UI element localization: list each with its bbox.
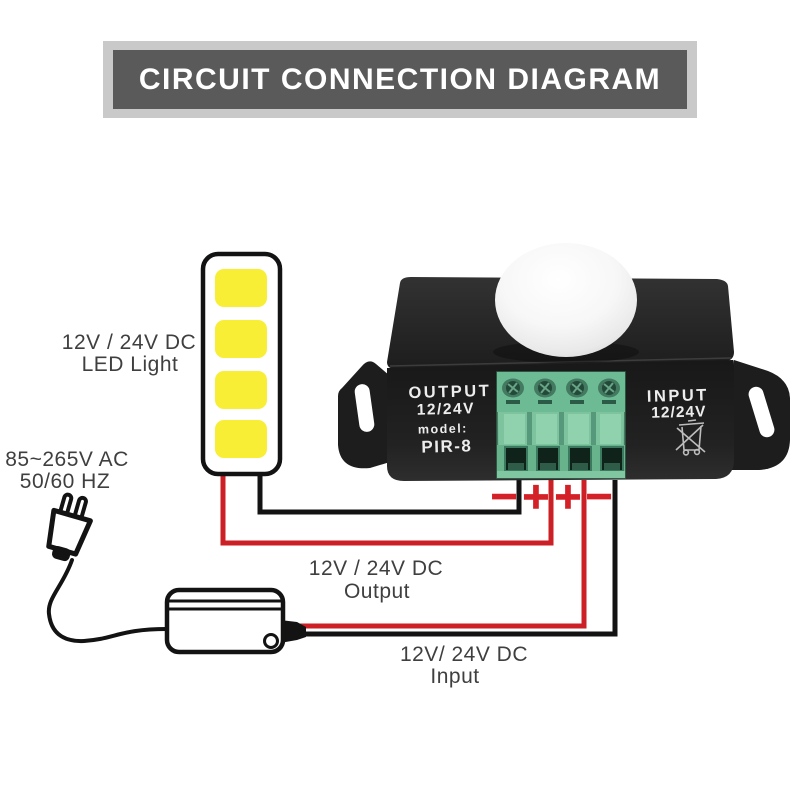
mounting-slot-right <box>748 386 775 438</box>
led-strip-body <box>200 251 283 477</box>
terminal2-polarity: + <box>521 476 551 517</box>
adapter-dc-connector <box>280 620 306 643</box>
screw-terminal <box>598 378 620 398</box>
terminal-cell-face <box>568 414 589 444</box>
led-chip <box>215 320 267 358</box>
input-label-line2: Input <box>430 665 479 688</box>
terminal-dash <box>506 400 520 404</box>
plug-cable <box>46 558 169 644</box>
terminal-dash <box>538 400 552 404</box>
terminal-separator <box>591 412 596 445</box>
led-chip <box>215 371 267 409</box>
ac-label-line1: 85~265V AC <box>5 448 129 471</box>
device-markings: OUTPUT 12/24V model: PIR-8 INPUT 12/24V <box>408 382 709 457</box>
text-labels: 12V / 24V DC LED Light 85~265V AC 50/60 … <box>5 331 528 688</box>
terminal-cell-face <box>504 414 525 444</box>
input-port-label: INPUT <box>647 386 709 406</box>
ac-label-line2: 50/60 HZ <box>20 470 110 493</box>
model-value: PIR-8 <box>421 436 472 456</box>
led-chip <box>215 269 267 307</box>
terminal-dash <box>602 400 616 404</box>
opening-lip <box>508 463 524 470</box>
plug-strain-relief <box>51 546 71 562</box>
terminal-separator <box>559 412 564 445</box>
input-port-voltage: 12/24V <box>651 403 707 421</box>
output-label-line1: 12V / 24V DC <box>309 557 443 580</box>
plug-body <box>46 507 93 557</box>
input-label-line1: 12V/ 24V DC <box>400 643 528 666</box>
led-positive-wire <box>220 470 554 546</box>
adapter-led-indicator <box>263 633 279 649</box>
terminal-screws <box>502 378 620 398</box>
output-label-line2: Output <box>344 580 410 603</box>
screw-terminal <box>534 378 556 398</box>
terminal-cell-face <box>600 414 621 444</box>
title-banner: CIRCUIT CONNECTION DIAGRAM <box>103 41 697 118</box>
led-label-line2: LED Light <box>82 353 179 376</box>
opening-lip <box>572 463 588 470</box>
model-label: model: <box>418 421 468 436</box>
title-banner-inner: CIRCUIT CONNECTION DIAGRAM <box>113 50 687 109</box>
screw-terminal <box>502 378 524 398</box>
terminal-cell-face <box>536 414 557 444</box>
led-light-strip <box>200 251 283 477</box>
adapter-body <box>164 587 286 655</box>
page-title: CIRCUIT CONNECTION DIAGRAM <box>138 62 662 96</box>
terminal-separator <box>527 412 532 445</box>
weee-bin-icon <box>675 419 706 456</box>
opening-lip <box>604 463 620 470</box>
terminal4-polarity: − <box>584 476 614 517</box>
led-negative-wire <box>257 470 522 515</box>
terminal-dash <box>570 400 584 404</box>
polarity-marks: − + + − <box>488 475 615 518</box>
pir-controller: OUTPUT 12/24V model: PIR-8 INPUT 12/24V <box>338 243 790 481</box>
led-chip <box>215 420 267 458</box>
screw-terminal <box>566 378 588 398</box>
opening-lip <box>540 463 556 470</box>
terminal-block <box>496 371 626 479</box>
mounting-slot-left <box>354 384 375 432</box>
terminal-bottom-lip <box>497 471 625 478</box>
wires <box>220 470 618 637</box>
adapter-positive-wire <box>294 480 587 629</box>
output-port-label: OUTPUT <box>408 382 491 402</box>
case-edge-highlight <box>389 357 732 367</box>
led-label-line1: 12V / 24V DC <box>62 331 196 354</box>
ac-plug <box>46 492 169 644</box>
terminal3-polarity: + <box>553 476 583 517</box>
pir-dome <box>495 243 637 357</box>
output-port-voltage: 12/24V <box>417 400 476 419</box>
adapter-negative-wire <box>294 480 618 637</box>
power-adapter <box>164 587 306 655</box>
terminal1-polarity: − <box>489 476 519 517</box>
